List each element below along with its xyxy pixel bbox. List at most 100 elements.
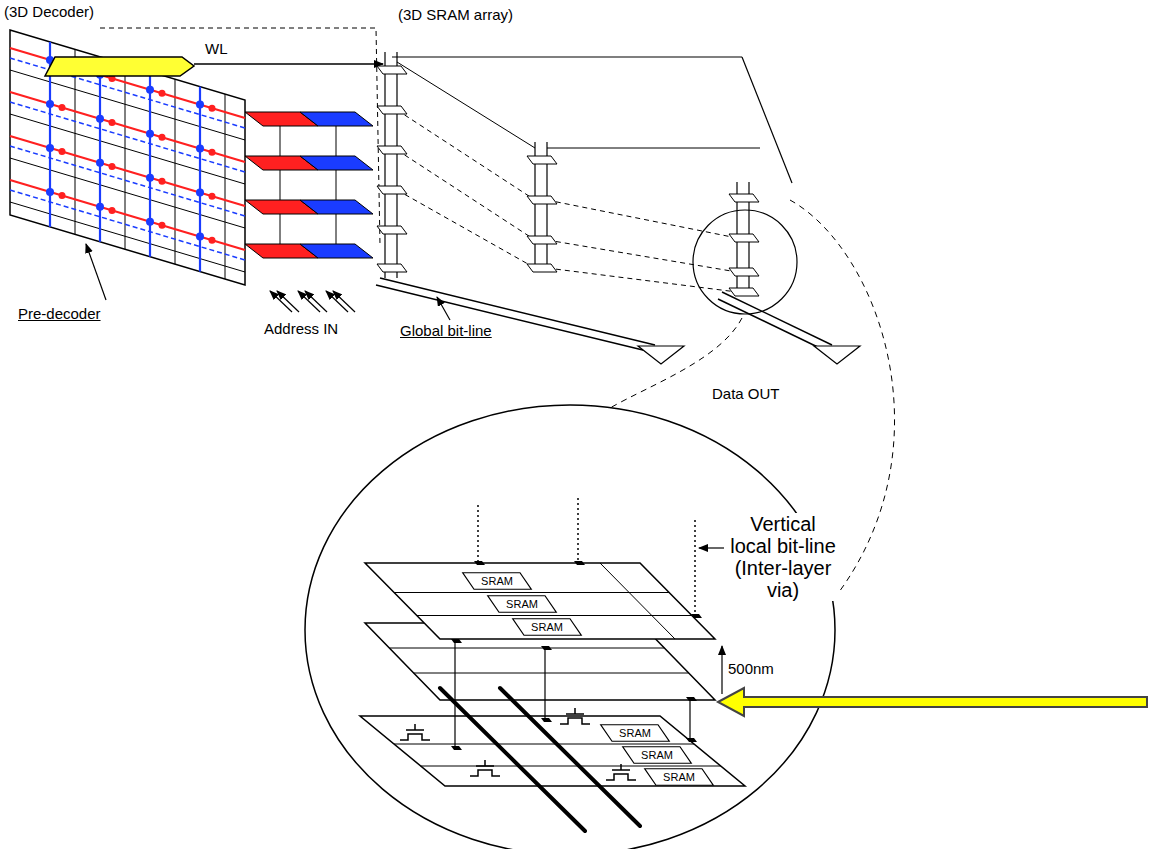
decoder-grid [96,203,104,211]
part-label: Pre-decoder [18,305,101,322]
decoder-grid [109,119,116,126]
cell-outline [513,619,582,636]
transistor-symbol [560,708,590,724]
decoder-grid [199,87,201,272]
sram-array [396,52,397,278]
sram-layer [360,563,745,786]
decoder-grid [10,114,245,184]
pre-decoder-stack [245,112,373,258]
decoder-grid [46,144,54,152]
sram-layer [394,592,669,593]
decoder-grid [209,149,216,156]
decoder-grid [10,58,245,260]
decoder-grid [159,90,166,97]
cell-label: SRAM [531,618,563,636]
sram-layer [365,563,715,639]
sram-array [377,52,792,296]
cell-outline [645,769,714,786]
sram-array [397,150,535,240]
inter-layer-via [474,561,485,565]
decoder-grid [209,193,216,200]
decoder-grid [159,134,166,141]
sram-array [377,186,407,194]
sram-array [547,268,737,292]
decoder-grid [96,115,104,123]
sram-array [377,66,407,74]
global-bit-line [376,285,651,352]
cell-label: SRAM [506,595,538,613]
sram-layer [360,716,745,786]
decoder-grid [96,159,104,167]
sram-array [729,234,759,242]
sram-layer [421,766,721,767]
sram-array [527,156,557,164]
sram-layer [417,615,692,616]
decoder-grid [10,70,245,140]
decoder-grid [196,101,204,109]
cell-outline [463,573,532,590]
bit-line-wire [440,688,640,831]
sram-array [729,268,759,276]
inter-layer-via [694,520,696,614]
transistor-symbol [400,708,636,780]
decoder-grid [196,189,204,197]
cell-label: SRAM [481,572,513,590]
inter-layer-via [686,738,697,742]
sram-array [547,200,737,238]
address-arrows [277,291,299,312]
decoder-grid [10,190,245,260]
decoder-grid [59,148,66,155]
decoder-grid [159,222,166,229]
leader-arrow [699,547,724,548]
decoder-grid [10,48,245,250]
sram-cell: SRAM [644,768,714,786]
sram-array [729,288,759,296]
transistor-symbol [606,764,636,780]
decoder-grid [10,102,245,172]
decoder-grid [10,48,245,118]
decoder-grid [10,202,245,272]
decoder-grid [46,56,204,241]
leader-arrow [86,244,106,300]
decoder-grid [99,57,101,242]
bit-line-wire [440,688,585,831]
inter-layer-via [574,561,585,565]
inter-layer-via [541,718,552,722]
pre-decoder-stack [300,200,373,214]
decoder-grid [159,178,166,185]
decoder-grid [10,58,245,128]
sram-cell: SRAM [600,724,670,742]
decoder-grid [10,92,245,162]
wl-driver [45,57,194,76]
part-label: Global bit-line [400,322,492,339]
transistor-symbol [470,760,500,776]
cell-outline [488,596,557,613]
decoder-grid [146,130,154,138]
sram-array [547,240,737,272]
decoder-grid [146,174,154,182]
sram-array [527,236,557,244]
part-label: Vertical local bit-line (Inter-layer via… [728,513,838,601]
address-arrows [270,291,355,312]
decoder-grid [196,233,204,241]
signal-name: Data OUT [712,385,780,402]
decoder-grid [209,237,216,244]
sram-cell: SRAM [462,572,532,590]
sram-cell: SRAM [487,595,557,613]
diagram-title-label: (3D SRAM array) [398,6,513,23]
sram-array [377,106,407,114]
inter-layer-via [544,648,545,720]
inter-layer-via [477,505,479,561]
sram-array [397,110,737,292]
inter-layer-via [454,641,455,748]
global-bit-line [380,278,655,345]
inter-layer-via [686,697,697,701]
sram-array [527,264,557,272]
decoder-grid [196,145,204,153]
sram-array [377,146,407,154]
global-bit-line [376,278,860,364]
inter-layer-via [451,746,462,750]
signal-name: WL [205,40,228,57]
decoder-grid [10,180,245,250]
